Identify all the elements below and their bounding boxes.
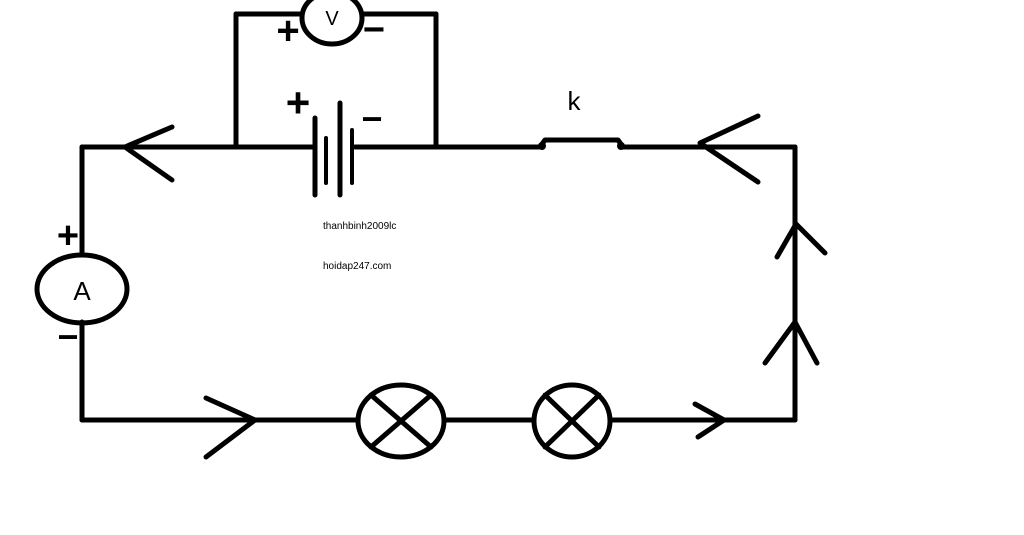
battery-minus-sign: −: [361, 98, 382, 139]
arrow-bottom-left-icon: [203, 395, 258, 460]
lamp-1: [355, 382, 447, 460]
arrow-up-upper-icon: [774, 221, 828, 260]
watermark-site: hoidap247.com: [323, 261, 391, 272]
battery-plus-sign: +: [286, 79, 311, 126]
ammeter-label: A: [73, 276, 91, 306]
arrow-up-lower-icon: [762, 319, 820, 366]
battery: + −: [286, 79, 383, 198]
ammeter-plus-sign: +: [57, 215, 79, 257]
lamp-1-circle: [355, 382, 447, 460]
voltmeter-symbol: [299, 0, 365, 47]
switch-lever: [537, 137, 626, 150]
voltmeter-label: V: [325, 8, 339, 30]
lamp-2: [531, 382, 613, 460]
ammeter-minus-sign: −: [57, 316, 78, 357]
arrow-right-top-icon: [697, 113, 761, 185]
ammeter-symbol: [34, 252, 130, 326]
switch-contact-left: [538, 142, 546, 150]
ammeter: A + −: [34, 215, 130, 357]
watermark-author: thanhbinh2009lc: [323, 221, 396, 232]
circuit-wires: [79, 144, 798, 423]
current-arrows: [122, 113, 828, 460]
voltmeter-plus-sign: +: [276, 9, 299, 53]
arrow-left-top-icon: [122, 124, 175, 183]
voltmeter-minus-sign: −: [363, 9, 385, 51]
lamp-2-circle: [531, 382, 613, 460]
lamp-1-cross-b: [368, 392, 434, 450]
lamp-2-cross-b: [542, 392, 602, 450]
switch-label: k: [568, 86, 582, 116]
switch-k: k: [537, 86, 626, 150]
arrow-bottom-right-icon: [692, 401, 727, 440]
voltmeter-branch: V + −: [233, 0, 439, 150]
switch-contact-right: [617, 142, 625, 150]
